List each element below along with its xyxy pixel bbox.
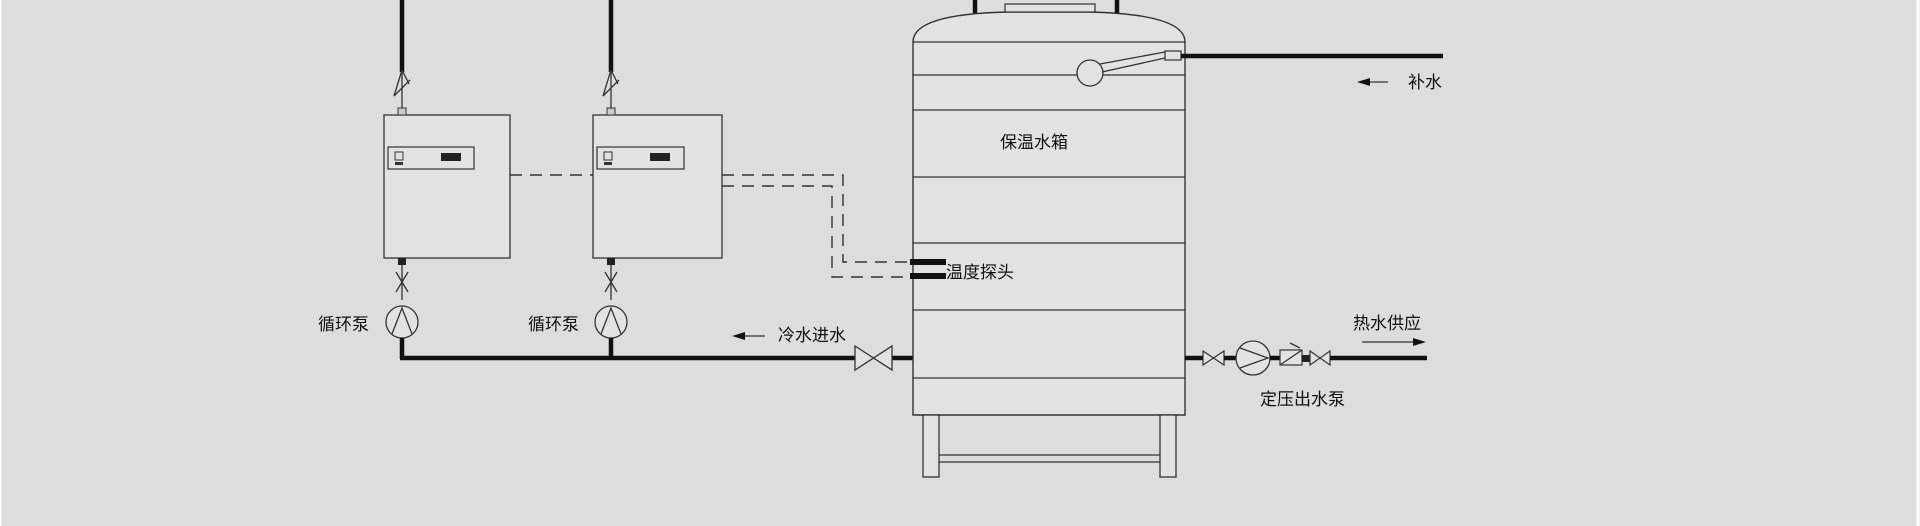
label-temp-probe: 温度探头 — [946, 263, 1014, 283]
heater-logo — [441, 153, 461, 161]
outlet-gate-valve-2 — [1309, 349, 1331, 367]
circulation-pump-1 — [385, 305, 419, 339]
probe-signal-dashed-2 — [722, 185, 910, 278]
heater-display-panel — [596, 146, 685, 170]
probe-signal-dashed-1 — [722, 174, 910, 263]
ball-valve-1 — [395, 271, 409, 293]
ball-valve-2 — [604, 271, 618, 293]
label-pressure-pump: 定压出水泵 — [1260, 390, 1345, 410]
check-valve-2 — [602, 69, 620, 108]
pressure-pump — [1235, 340, 1271, 376]
label-makeup-water: 补水 — [1408, 73, 1442, 93]
tank-stand — [922, 414, 1177, 478]
temperature-probe — [910, 259, 946, 279]
outlet-gate-valve-1 — [1202, 349, 1225, 367]
heater-unit-2 — [592, 107, 723, 265]
circulation-pump-2 — [594, 305, 628, 339]
label-circulation-pump-1: 循环泵 — [318, 315, 369, 335]
heater-logo — [650, 153, 670, 161]
check-valve-1 — [393, 69, 411, 108]
insulated-water-tank — [912, 3, 1186, 416]
label-circulation-pump-2: 循环泵 — [528, 315, 579, 335]
heater-display-panel — [387, 146, 475, 170]
inlet-gate-valve — [854, 344, 893, 372]
heater-unit-1 — [383, 107, 511, 265]
label-tank: 保温水箱 — [1000, 133, 1068, 153]
outlet-check-valve — [1279, 342, 1303, 366]
label-hot-water-supply: 热水供应 — [1353, 314, 1421, 334]
arrow-left-icon — [732, 332, 765, 340]
arrow-left-icon — [1357, 78, 1388, 86]
label-cold-water-in: 冷水进水 — [778, 326, 846, 346]
arrow-right-icon — [1362, 338, 1426, 346]
